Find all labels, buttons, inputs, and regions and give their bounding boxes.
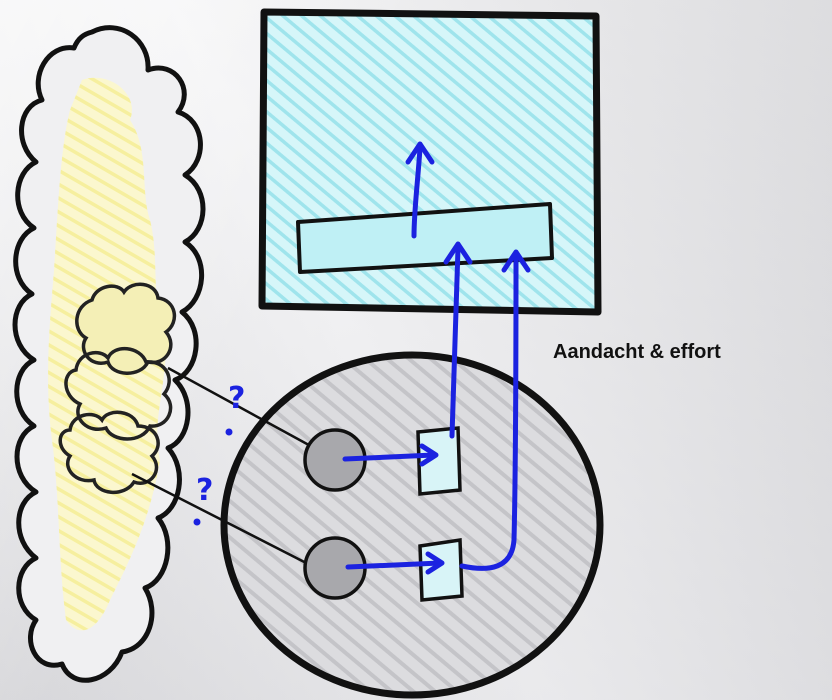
processing-circle bbox=[224, 355, 600, 695]
small-box-bottom bbox=[420, 540, 462, 600]
attention-effort-label: Aandacht & effort bbox=[553, 341, 721, 364]
question-dot-top bbox=[226, 429, 233, 436]
question-mark-top: ? bbox=[228, 381, 245, 416]
question-mark-bottom: ? bbox=[196, 473, 213, 508]
question-dot-bottom bbox=[194, 519, 201, 526]
inner-cloud-top bbox=[77, 284, 175, 373]
